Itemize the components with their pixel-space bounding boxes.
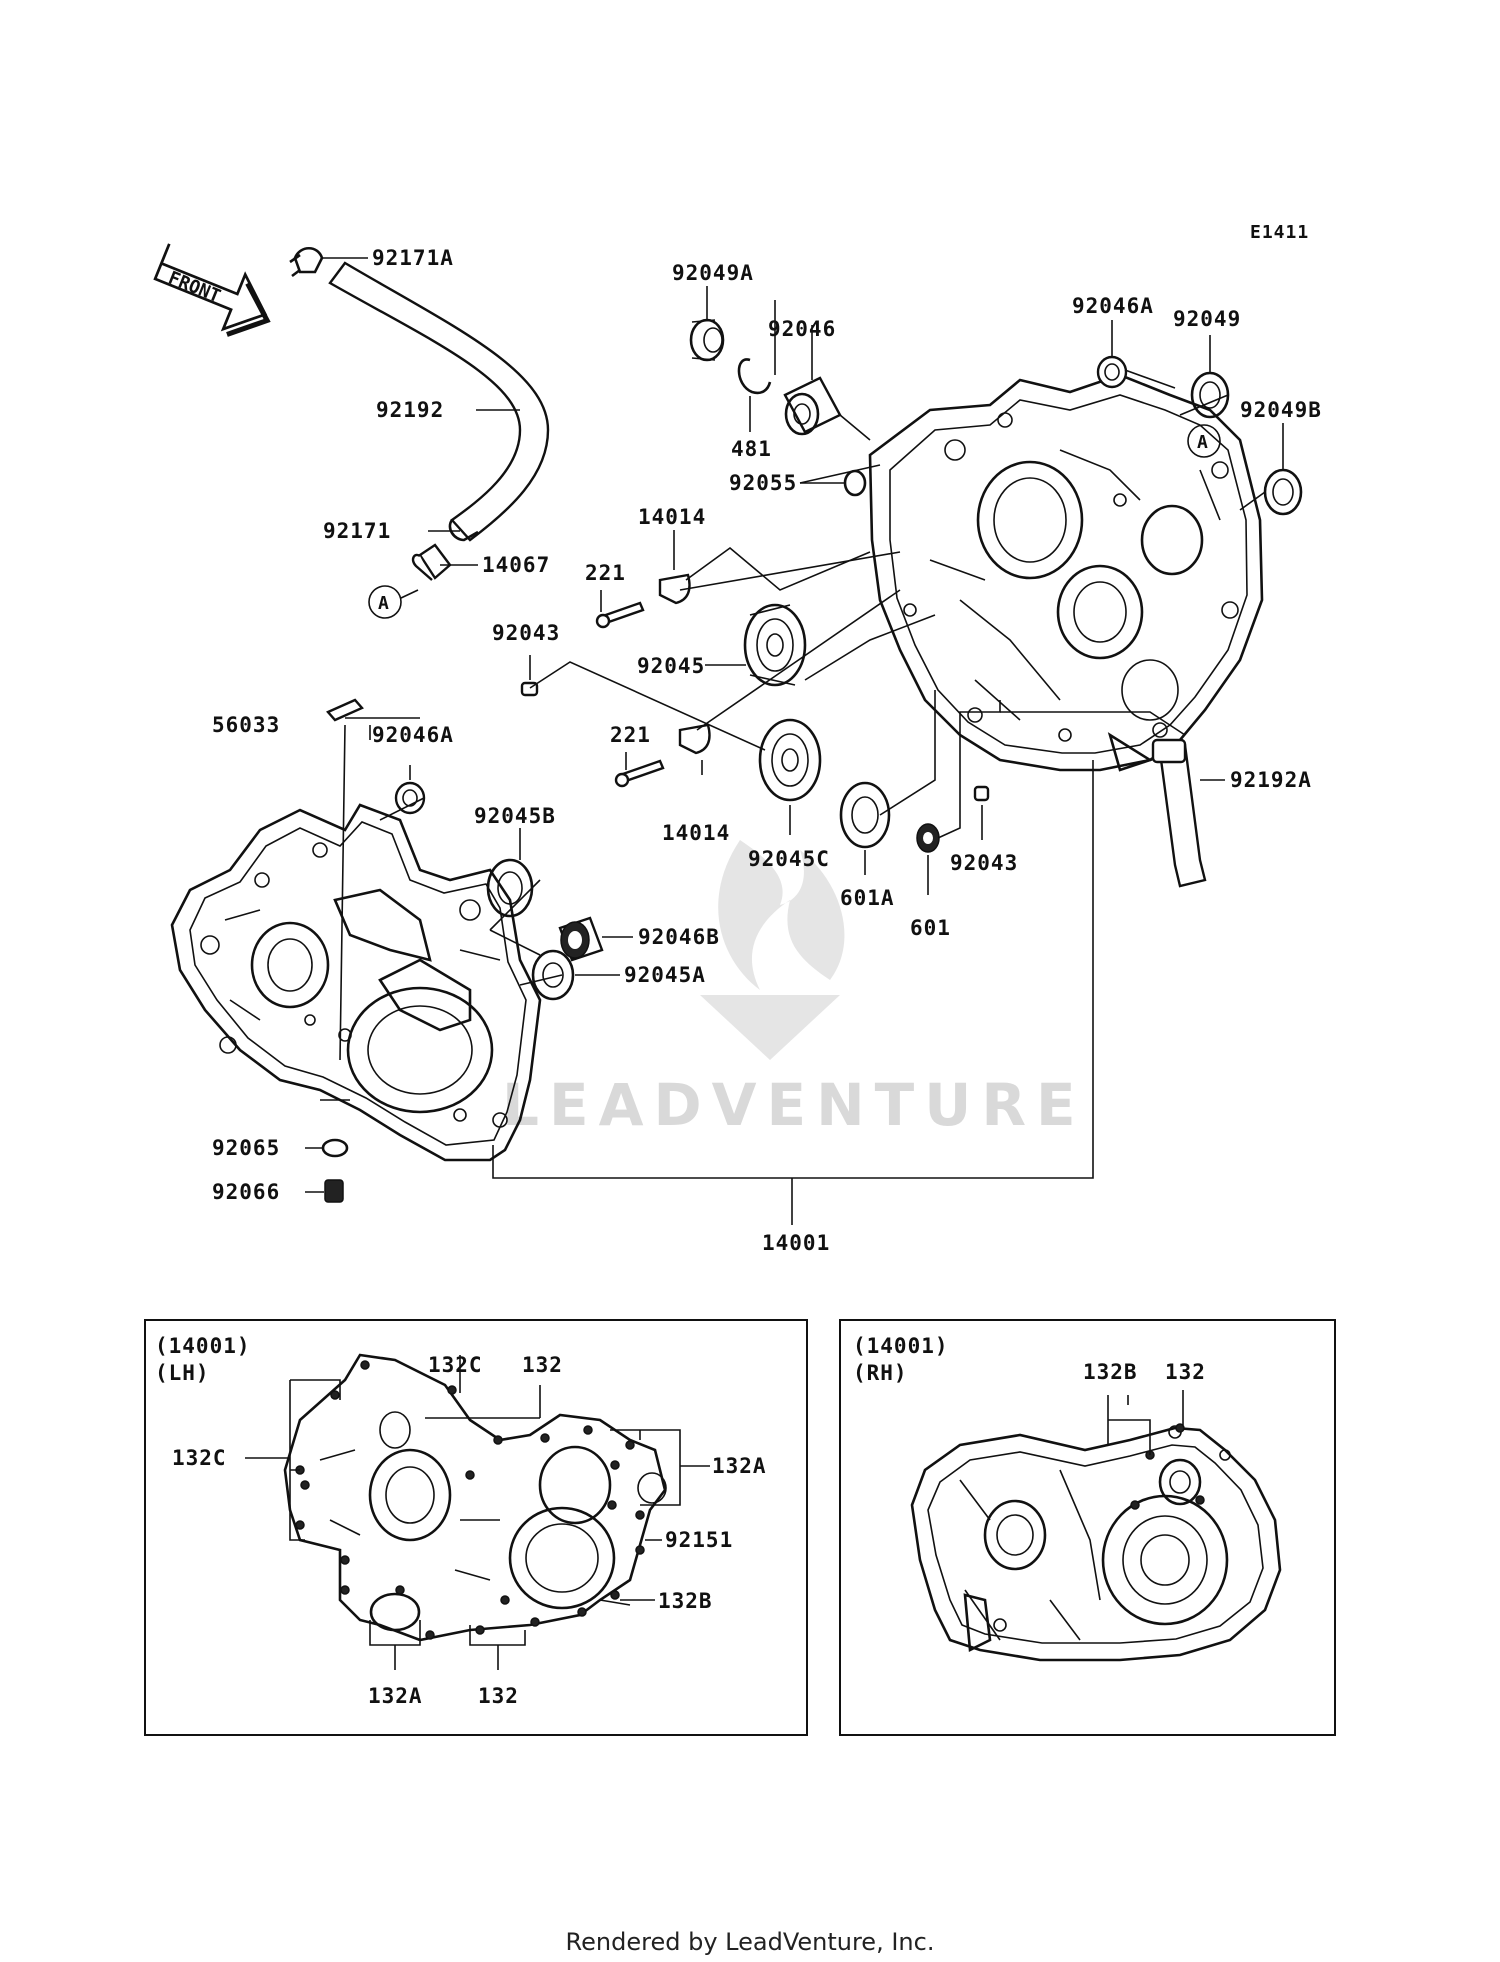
label-92046B: 92046B — [638, 925, 720, 949]
label-92045A: 92045A — [624, 963, 706, 987]
label-92046A-top: 92046A — [1072, 294, 1154, 318]
watermark: LEADVENTURE — [502, 840, 1086, 1139]
lh-label-132-top: 132 — [522, 1353, 563, 1377]
label-221-top: 221 — [585, 561, 626, 585]
leader-lines — [305, 257, 1284, 1225]
crankcase-right-half — [868, 373, 1264, 772]
label-92045: 92045 — [637, 654, 705, 678]
callout-a-left-text: A — [378, 593, 390, 614]
label-92192A: 92192A — [1230, 768, 1312, 792]
label-92171: 92171 — [323, 519, 391, 543]
label-92046: 92046 — [768, 317, 836, 341]
label-92192: 92192 — [376, 398, 444, 422]
lh-label-132C-left: 132C — [172, 1446, 227, 1470]
label-92043-right: 92043 — [950, 851, 1018, 875]
label-92049A: 92049A — [672, 261, 754, 285]
label-92049: 92049 — [1173, 307, 1241, 331]
lh-label-132A-right: 132A — [712, 1454, 767, 1478]
rh-box-side: (RH) — [853, 1361, 908, 1385]
callout-a-left: A — [368, 585, 419, 619]
label-56033: 56033 — [212, 713, 280, 737]
front-arrow-icon: FRONT — [153, 243, 271, 337]
lh-label-92151: 92151 — [665, 1528, 733, 1552]
diagram-code: E1411 — [1250, 222, 1309, 243]
label-92049B: 92049B — [1240, 398, 1322, 422]
lh-box-title: (14001) — [155, 1334, 251, 1358]
rh-label-132B: 132B — [1083, 1360, 1138, 1384]
label-92066: 92066 — [212, 1180, 280, 1204]
lh-label-132B: 132B — [658, 1589, 713, 1613]
footer-credit: Rendered by LeadVenture, Inc. — [565, 1928, 935, 1956]
label-601: 601 — [910, 916, 951, 940]
crankcase-left-half — [170, 803, 542, 1162]
lh-box-side: (LH) — [155, 1361, 210, 1385]
lh-label-132C-top: 132C — [428, 1353, 483, 1377]
label-92045C: 92045C — [748, 847, 830, 871]
callout-a-right-text: A — [1197, 432, 1209, 453]
rh-label-132: 132 — [1165, 1360, 1206, 1384]
label-92171A: 92171A — [372, 246, 454, 270]
label-14067: 14067 — [482, 553, 550, 577]
lh-detail-box: (14001) (LH) 132C — [144, 1319, 808, 1736]
front-label: FRONT — [165, 267, 223, 307]
label-92043-left: 92043 — [492, 621, 560, 645]
watermark-text: LEADVENTURE — [502, 1071, 1086, 1139]
label-221-bot: 221 — [610, 723, 651, 747]
part-labels: 92171A 92192 92171 14067 92049A 92046 48… — [212, 246, 1322, 1255]
label-601A: 601A — [840, 886, 895, 910]
label-92046A-left: 92046A — [372, 723, 454, 747]
seals-and-bearings-right — [520, 318, 1303, 888]
seals-and-bearings-left — [321, 698, 604, 1203]
label-92045B: 92045B — [474, 804, 556, 828]
label-481: 481 — [731, 437, 772, 461]
breather-hose-assembly — [289, 246, 550, 581]
label-14014-top: 14014 — [638, 505, 706, 529]
lh-label-132A-bot: 132A — [368, 1684, 423, 1708]
label-92065: 92065 — [212, 1136, 280, 1160]
lh-label-132-bot: 132 — [478, 1684, 519, 1708]
label-14014-bot: 14014 — [662, 821, 730, 845]
callout-a-right: A — [1187, 424, 1221, 458]
label-14001: 14001 — [762, 1231, 830, 1255]
rh-box-title: (14001) — [853, 1334, 949, 1358]
label-92055: 92055 — [729, 471, 797, 495]
rh-detail-box: (14001) (RH) 132B 132 — [839, 1319, 1336, 1736]
